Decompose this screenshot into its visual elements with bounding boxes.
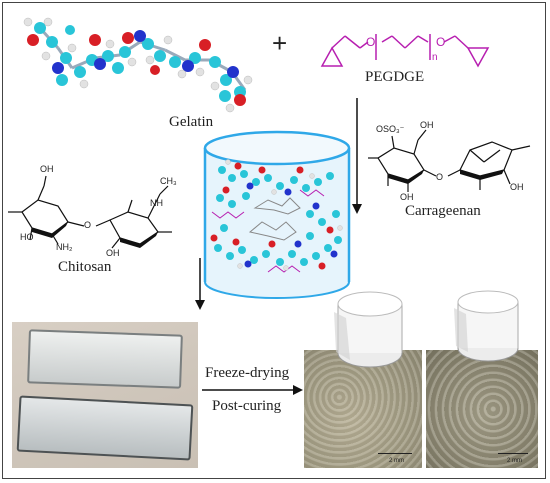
chitosan-bridge-o: O	[84, 220, 92, 230]
chitosan-nh2: NH₂	[56, 242, 73, 252]
chitosan-nh: NH	[150, 198, 163, 208]
chitosan-label: Chitosan	[58, 259, 112, 275]
carrageenan-bridge-o: O	[436, 172, 444, 182]
plus-sign: +	[272, 28, 288, 58]
chitosan-oh-top: OH	[40, 164, 54, 174]
peg-oxygen-1: O	[366, 35, 376, 49]
chitosan-ho: HO	[20, 232, 34, 242]
scale-bar-right	[498, 453, 528, 454]
micrograph-left: 2 mm	[304, 350, 422, 468]
pegdge-label: PEGDGE	[365, 69, 425, 85]
scale-bar-left-text: 2 mm	[389, 458, 404, 464]
scale-bar-right-text: 2 mm	[507, 458, 522, 464]
scaffold-left	[334, 291, 403, 368]
post-curing-label: Post-curing	[212, 398, 282, 414]
carrageenan-oso3: OSO₃⁻	[376, 124, 405, 134]
freeze-drying-label: Freeze-drying	[205, 365, 290, 381]
chitosan-ch3: CH₃	[160, 176, 177, 186]
peg-repeat-n: n	[432, 52, 438, 63]
chitosan-oh-bottom: OH	[106, 248, 120, 258]
carrageenan-oh-left: OH	[400, 192, 414, 202]
peg-oxygen-2: O	[436, 35, 446, 49]
micrograph-right: 2 mm	[426, 350, 538, 468]
scale-bar-left	[378, 453, 412, 454]
hydrogel-photo	[12, 322, 198, 468]
gelatin-label: Gelatin	[169, 114, 214, 130]
carrageenan-oh-right: OH	[510, 182, 524, 192]
carrageenan-oh-top: OH	[420, 120, 434, 130]
carrageenan-label: Carrageenan	[405, 203, 481, 219]
scaffold-right	[454, 290, 519, 362]
